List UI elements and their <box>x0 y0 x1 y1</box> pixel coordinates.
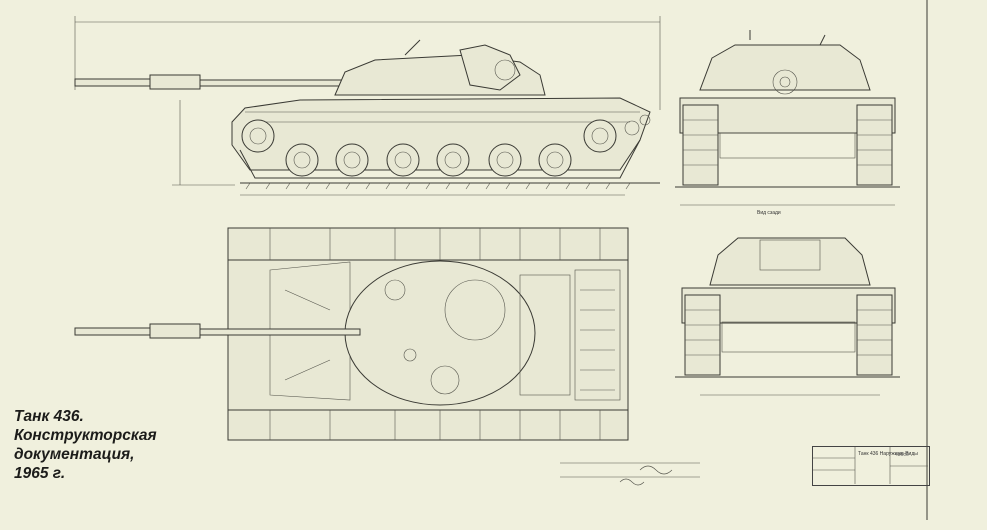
turret-front <box>699 44 871 91</box>
caption-line-2: Конструкторская <box>14 427 157 444</box>
gun-fume-extractor <box>149 74 201 90</box>
engine-deck <box>519 274 571 396</box>
title-block-text: Танк 436 Наружные Виды <box>858 451 918 457</box>
turret-top <box>344 260 536 406</box>
caption-line-4: 1965 г. <box>14 465 66 482</box>
title-block-grid <box>812 446 928 484</box>
caption-line-3: документация, <box>14 446 135 463</box>
drive-sprocket <box>583 119 617 153</box>
title-block <box>812 446 930 486</box>
title-block-code: 436сб <box>895 452 909 458</box>
left-track-front <box>682 104 719 186</box>
turret-rear <box>709 237 871 286</box>
gun-barrel-muzzle <box>74 78 156 87</box>
caption-line-1: Танк 436. <box>14 408 84 425</box>
rear-view <box>675 237 900 396</box>
rear-view-label: Вид сзади <box>757 210 781 216</box>
gun-barrel <box>199 79 351 87</box>
radiator-grille <box>574 269 621 401</box>
figure-caption: Танк 436. Конструкторская документация, … <box>14 407 157 483</box>
gun-barrel-muzzle-top <box>74 327 156 336</box>
road-wheel <box>488 143 522 177</box>
road-wheel <box>285 143 319 177</box>
gun-barrel-top <box>199 328 361 336</box>
right-track-rear <box>856 294 893 376</box>
left-track-rear <box>684 294 721 376</box>
road-wheel <box>538 143 572 177</box>
signature-block <box>560 462 700 486</box>
commander-cupola <box>459 44 521 91</box>
side-view <box>74 16 661 196</box>
road-wheel <box>335 143 369 177</box>
track <box>239 139 641 179</box>
idler-wheel <box>241 119 275 153</box>
road-wheel <box>386 143 420 177</box>
right-track-front <box>856 104 893 186</box>
road-wheel <box>436 143 470 177</box>
gun-fume-extractor-top <box>149 323 201 339</box>
front-view <box>675 30 900 206</box>
top-view <box>74 227 629 441</box>
